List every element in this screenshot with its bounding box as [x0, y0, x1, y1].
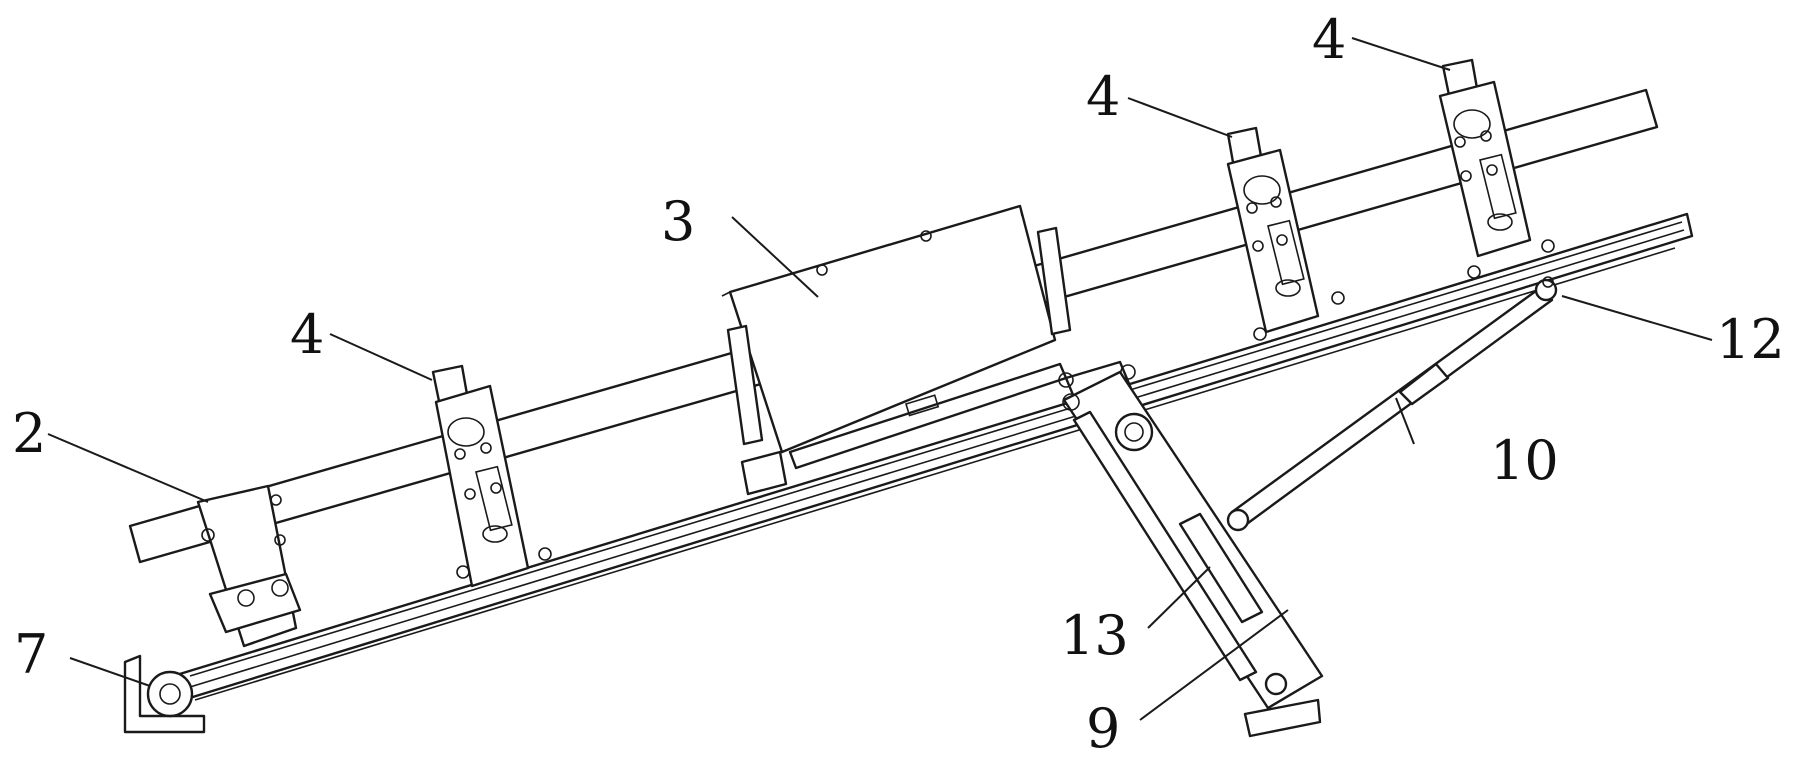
- frame-block: [196, 484, 302, 648]
- bracket-2: [1226, 126, 1345, 341]
- housing: [721, 204, 1072, 496]
- label-frame: 2: [12, 402, 46, 465]
- label-support-leg: 9: [1086, 697, 1120, 760]
- bracket-3: [1438, 58, 1555, 279]
- strut: [1226, 276, 1558, 532]
- base-hinge: [123, 654, 206, 734]
- leader-lines: [47, 37, 1713, 721]
- bracket-1: [431, 364, 552, 588]
- label-cylinder: 13: [1060, 604, 1129, 667]
- main-rail: [158, 212, 1694, 706]
- label-housing: 3: [661, 190, 695, 253]
- label-rail: 12: [1716, 308, 1785, 371]
- part-labels: 2 3 4 4 4 7 9 10 12 13: [12, 8, 1785, 760]
- label-strut: 10: [1490, 429, 1559, 492]
- cylinder: [1072, 410, 1264, 682]
- label-bracket-3: 4: [1312, 8, 1346, 71]
- label-base-hinge: 7: [14, 623, 48, 686]
- label-bracket-2: 4: [1086, 65, 1120, 128]
- label-bracket-1: 4: [290, 303, 324, 366]
